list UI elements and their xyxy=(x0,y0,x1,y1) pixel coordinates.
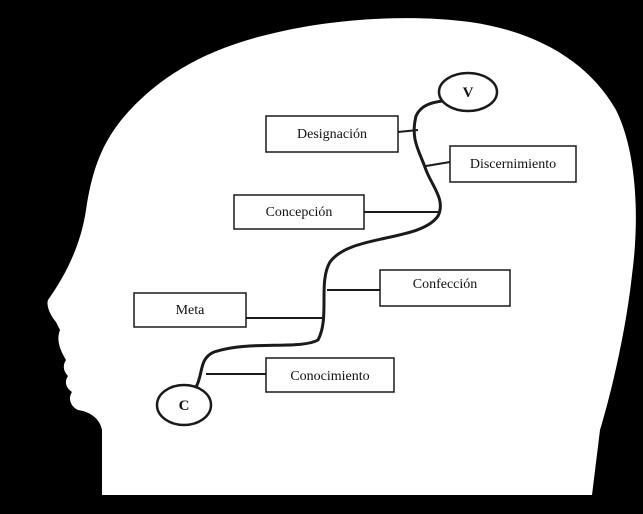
concept-confeccion-label: Confección xyxy=(413,277,478,292)
node-v-label: V xyxy=(463,85,474,101)
concept-discernimiento: Discernimiento xyxy=(449,145,577,183)
concept-conocimiento-label: Conocimiento xyxy=(290,369,369,384)
concept-discernimiento-label: Discernimiento xyxy=(470,157,556,172)
concept-designacion: Designación xyxy=(265,115,399,153)
concept-conocimiento: Conocimiento xyxy=(265,357,395,393)
connector-discernimiento xyxy=(425,161,451,167)
concept-concepcion-label: Concepción xyxy=(266,205,333,220)
node-c: C xyxy=(155,383,213,427)
head-silhouette xyxy=(47,18,636,496)
concept-concepcion: Concepción xyxy=(233,194,365,230)
winding-path xyxy=(188,98,449,397)
concept-designacion-label: Designación xyxy=(297,127,367,142)
connector-designacion xyxy=(397,129,419,133)
node-c-label: C xyxy=(179,398,190,414)
concept-meta: Meta xyxy=(133,292,247,328)
concept-meta-label: Meta xyxy=(176,303,206,318)
concept-confeccion: Confección xyxy=(379,269,511,307)
node-v: V xyxy=(437,71,499,113)
